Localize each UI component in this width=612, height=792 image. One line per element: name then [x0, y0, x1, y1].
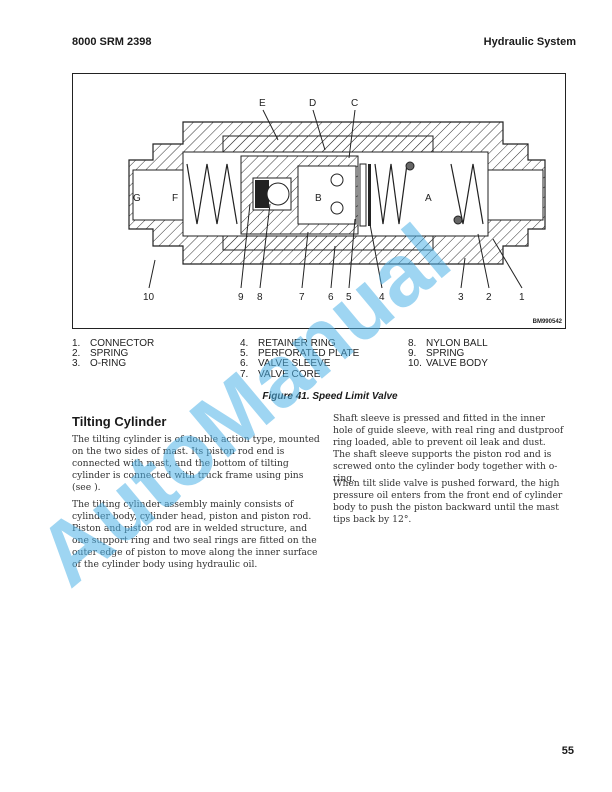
svg-text:C: C [351, 98, 358, 109]
svg-text:G: G [133, 193, 141, 204]
legend-column-1: 1.CONNECTOR 2.SPRING 3.O-RING [72, 338, 155, 370]
svg-text:9: 9 [238, 292, 244, 303]
legend-item: 9.SPRING [408, 348, 465, 360]
figure-caption: Figure 41. Speed Limit Valve [262, 391, 398, 402]
legend-item: 5.PERFORATED PLATE [240, 348, 360, 360]
svg-text:5: 5 [346, 292, 352, 303]
svg-text:10: 10 [143, 292, 155, 303]
body-paragraph: Shaft sleeve is pressed and fitted in th… [333, 413, 564, 484]
legend-column-3: 8.NYLON BALL 9.SPRING 10.VALVE BODY [408, 338, 488, 370]
svg-text:4: 4 [379, 292, 385, 303]
svg-text:D: D [309, 98, 316, 109]
svg-text:F: F [172, 193, 178, 204]
valve-cross-section-diagram: E D C G F B A 10 9 8 7 6 5 4 3 2 1 [128, 98, 546, 303]
legend-item: 8.NYLON BALL [408, 338, 488, 349]
section-header: Hydraulic System [483, 36, 576, 48]
svg-text:E: E [259, 98, 266, 109]
svg-text:A: A [425, 193, 432, 204]
legend-item: 10.VALVE BODY [408, 358, 488, 370]
document-id: 8000 SRM 2398 [72, 36, 152, 48]
section-title: Tilting Cylinder [72, 414, 167, 429]
legend-item: 1.CONNECTOR [72, 338, 155, 349]
svg-text:B: B [315, 193, 322, 204]
svg-text:2: 2 [486, 292, 492, 303]
svg-text:1: 1 [519, 292, 525, 303]
legend-item: 7.VALVE CORE [240, 368, 321, 380]
body-paragraph: The tilting cylinder assembly mainly con… [72, 499, 318, 570]
body-paragraph: The tilting cylinder is of double action… [72, 434, 320, 493]
legend-item: 3.O-RING [72, 358, 127, 370]
svg-text:6: 6 [328, 292, 334, 303]
speed-limit-valve-figure: E D C G F B A 10 9 8 7 6 5 4 3 2 1 BM990… [72, 73, 566, 329]
legend-item: 4.RETAINER RING [240, 338, 336, 349]
legend-item: 6.VALVE SLEEVE [240, 358, 331, 370]
svg-text:7: 7 [299, 292, 305, 303]
body-paragraph: When tilt slide valve is pushed forward,… [333, 478, 563, 525]
figure-id-label: BM990542 [532, 319, 562, 325]
legend-column-2: 4.RETAINER RING 5.PERFORATED PLATE 6.VAL… [240, 338, 360, 380]
svg-text:8: 8 [257, 292, 263, 303]
svg-text:3: 3 [458, 292, 464, 303]
page-number: 55 [561, 745, 574, 757]
legend-item: 2.SPRING [72, 348, 129, 360]
